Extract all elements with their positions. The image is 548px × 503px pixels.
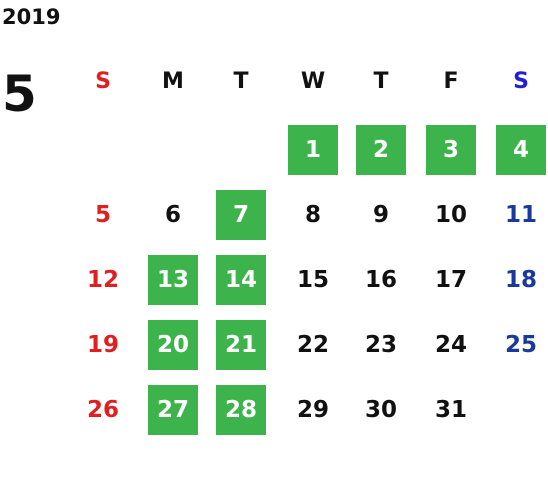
weekday-tuesday: T [233,68,249,94]
weekday-thursday: T [373,68,389,94]
weekday-friday: F [443,68,459,94]
weekday-saturday: S [513,68,529,94]
weekday-monday: M [162,68,184,94]
day-cell[interactable]: 11 [504,202,537,228]
day-cell[interactable]: 24 [434,332,467,358]
day-cell-highlighted[interactable]: 27 [148,385,198,435]
day-cell[interactable]: 6 [164,202,181,228]
day-cell[interactable]: 19 [86,332,119,358]
day-cell-highlighted[interactable]: 13 [148,255,198,305]
day-cell[interactable]: 15 [296,267,329,293]
weekday-wednesday: W [300,68,326,94]
day-cell-empty [216,125,266,175]
day-cell-highlighted[interactable]: 1 [288,125,338,175]
day-cell[interactable]: 8 [304,202,321,228]
day-cell[interactable]: 29 [296,397,329,423]
day-cell-empty [496,385,546,435]
day-cell[interactable]: 18 [504,267,537,293]
day-cell-highlighted[interactable]: 4 [496,125,546,175]
day-cell-highlighted[interactable]: 21 [216,320,266,370]
day-cell[interactable]: 26 [86,397,119,423]
day-cell[interactable]: 9 [372,202,389,228]
day-cell-highlighted[interactable]: 20 [148,320,198,370]
year-label: 2019 [2,5,61,29]
day-cell[interactable]: 10 [434,202,467,228]
day-cell-empty [78,125,128,175]
day-cell-highlighted[interactable]: 14 [216,255,266,305]
day-cell-highlighted[interactable]: 2 [356,125,406,175]
month-label: 5 [2,65,37,123]
day-cell[interactable]: 5 [94,202,111,228]
day-cell[interactable]: 25 [504,332,537,358]
day-cell[interactable]: 31 [434,397,467,423]
weekday-sunday: S [95,68,111,94]
day-cell[interactable]: 30 [364,397,397,423]
day-cell-highlighted[interactable]: 7 [216,190,266,240]
day-cell[interactable]: 22 [296,332,329,358]
day-cell[interactable]: 16 [364,267,397,293]
day-cell[interactable]: 12 [86,267,119,293]
day-cell-empty [148,125,198,175]
day-cell[interactable]: 23 [364,332,397,358]
day-cell-highlighted[interactable]: 28 [216,385,266,435]
day-cell[interactable]: 17 [434,267,467,293]
day-cell-highlighted[interactable]: 3 [426,125,476,175]
